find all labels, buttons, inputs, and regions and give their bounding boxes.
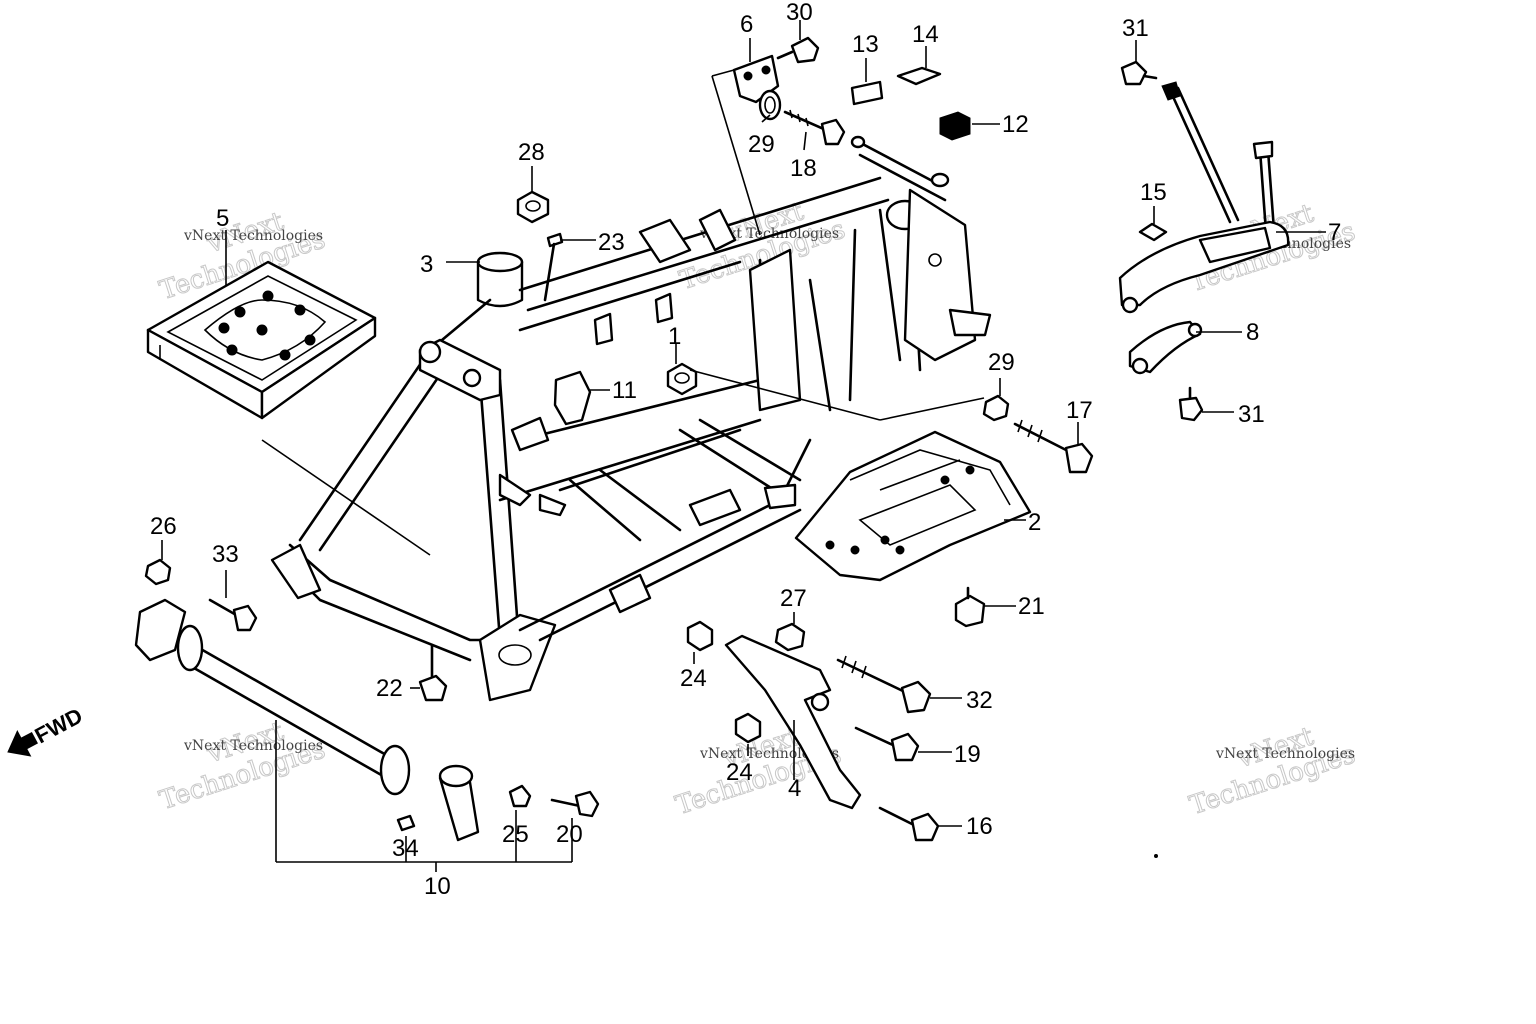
skid-plate-part-5 (146, 260, 377, 420)
callout-33: 33 (212, 541, 239, 568)
bolt-part-16 (878, 806, 940, 842)
callout-27: 27 (780, 585, 807, 612)
watermark-6: vNext Technologies (1185, 721, 1359, 822)
callout-17: 17 (1066, 397, 1093, 424)
callout-31-bottom: 31 (1238, 401, 1265, 428)
cap-part-12 (939, 111, 971, 141)
bolt-part-19 (854, 726, 920, 762)
callout-16: 16 (966, 813, 993, 840)
bolt-part-21 (954, 586, 986, 628)
label-part-15 (1138, 222, 1168, 242)
main-frame-part-1 (270, 135, 992, 702)
watermark-4: vNext Technologies (155, 716, 329, 817)
callout-32: 32 (966, 687, 993, 714)
callout-21: 21 (1018, 593, 1045, 620)
callout-25: 25 (502, 821, 529, 848)
callout-labels: 1 2 3 4 5 6 7 8 10 11 12 13 14 15 16 17 … (150, 0, 1341, 900)
fwd-label: FWD (31, 703, 87, 749)
label-part-13 (850, 80, 884, 106)
callout-22: 22 (376, 675, 403, 702)
rod-part-7 (1118, 81, 1290, 314)
watermark-small-1: vNext Technologies (183, 228, 323, 244)
screw-part-34 (396, 814, 416, 832)
bolt-part-18 (783, 109, 846, 146)
callout-4: 4 (788, 775, 801, 802)
callout-18: 18 (790, 155, 817, 182)
stray-dot (1154, 854, 1158, 858)
callout-14: 14 (912, 21, 939, 48)
callout-2: 2 (1028, 509, 1041, 536)
guard-plate-part-2 (794, 430, 1032, 582)
callout-5: 5 (216, 205, 229, 232)
bolt-part-33 (208, 598, 258, 632)
bolt-part-23 (543, 232, 564, 302)
callout-8: 8 (1246, 319, 1259, 346)
bolt-part-30 (776, 36, 820, 64)
callout-13: 13 (852, 31, 879, 58)
fwd-direction-indicator: FWD (7, 703, 87, 757)
nut-part-27 (774, 622, 806, 652)
bolt-part-17 (1013, 419, 1094, 474)
callout-31-top: 31 (1122, 15, 1149, 42)
shaft-assembly-part-10 (134, 598, 480, 842)
callout-20: 20 (556, 821, 583, 848)
callout-7: 7 (1328, 219, 1341, 246)
nut-part-24-bottom (734, 712, 762, 744)
bolt-part-31-bottom (1178, 386, 1204, 422)
callout-29-right: 29 (988, 349, 1015, 376)
callout-3: 3 (420, 251, 433, 278)
callout-6: 6 (740, 11, 753, 38)
collar-part-28 (516, 190, 550, 224)
leader-lines (161, 20, 1326, 872)
bolt-part-22 (418, 643, 448, 702)
callout-12: 12 (1002, 111, 1029, 138)
nut-part-1 (666, 362, 698, 396)
callout-15: 15 (1140, 179, 1167, 206)
callout-24-top: 24 (680, 665, 707, 692)
nut-part-24-top (686, 620, 714, 652)
washer-part-29-right (982, 394, 1010, 422)
callout-1: 1 (668, 323, 681, 350)
callout-26: 26 (150, 513, 177, 540)
clamp-part-8 (1128, 320, 1203, 375)
callout-24-bottom: 24 (726, 759, 753, 786)
watermark-small-6: vNext Technologies (1215, 746, 1355, 762)
bolt-part-32 (836, 655, 932, 714)
watermark-small-4: vNext Technologies (183, 738, 323, 754)
callout-11: 11 (612, 377, 637, 404)
callout-34: 34 (392, 835, 419, 862)
bolt-part-20 (550, 790, 600, 818)
callout-29-top: 29 (748, 131, 775, 158)
washer-part-29-top (758, 89, 782, 121)
washer-part-25 (508, 784, 532, 808)
callout-30: 30 (786, 0, 813, 26)
callout-28: 28 (518, 139, 545, 166)
callout-10: 10 (424, 873, 451, 900)
callout-19: 19 (954, 741, 981, 768)
bolt-part-31-top (1120, 60, 1158, 86)
callout-23: 23 (598, 229, 625, 256)
fwd-arrow-icon (7, 730, 38, 757)
nut-part-26 (144, 558, 172, 586)
label-part-14 (896, 66, 942, 86)
